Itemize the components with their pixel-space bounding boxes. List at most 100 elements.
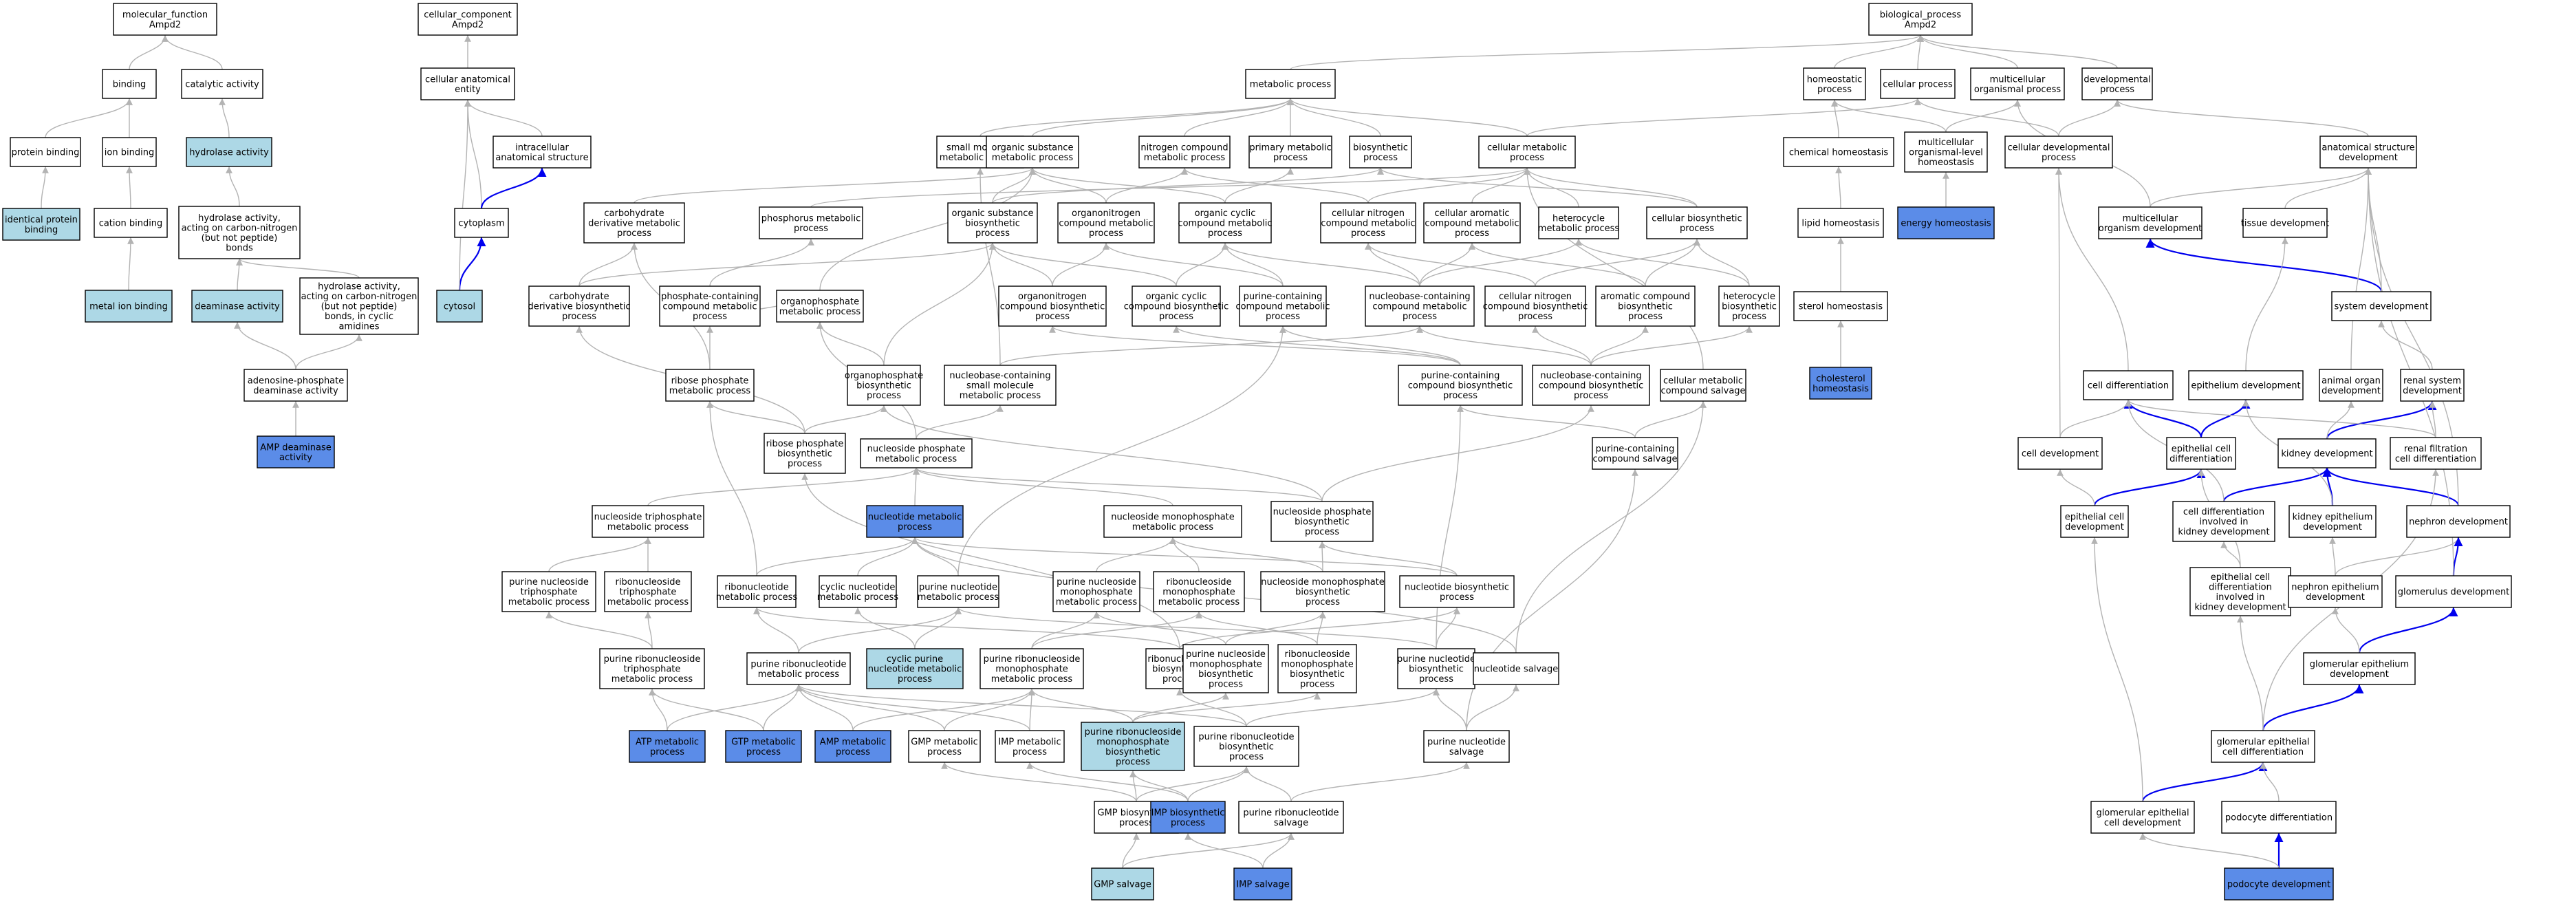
go-term-node-chemhomeo[interactable]: chemical homeostasis	[1783, 137, 1894, 167]
go-term-node-systemdev[interactable]: system development	[2331, 291, 2432, 321]
go-term-node-nucsalvage[interactable]: nucleotide salvage	[1473, 652, 1559, 685]
go-term-node-hydrolaseCyclic[interactable]: hydrolase activity,acting on carbon-nitr…	[299, 277, 419, 335]
go-term-node-binding[interactable]: binding	[102, 69, 157, 99]
go-term-node-sterolhomeo[interactable]: sterol homeostasis	[1793, 291, 1888, 321]
go-term-node-purribomonophosbio[interactable]: purine ribonucleosidemonophosphatebiosyn…	[1081, 722, 1185, 771]
go-term-node-nephrondev[interactable]: nephron development	[2406, 505, 2511, 538]
go-term-node-metalion[interactable]: metal ion binding	[85, 290, 173, 323]
go-term-node-lipidhomeo[interactable]: lipid homeostasis	[1797, 208, 1884, 238]
go-term-node-cationbind[interactable]: cation binding	[94, 208, 168, 238]
go-term-node-hydrolase[interactable]: hydrolase activity	[186, 137, 272, 167]
go-term-node-energyhomeo[interactable]: energy homeostasis	[1897, 206, 1995, 239]
go-term-node-cytosol[interactable]: cytosol	[436, 290, 483, 323]
go-term-node-purnucmonophosbio[interactable]: purine nucleosidemonophosphatebiosynthet…	[1182, 644, 1269, 693]
go-term-node-nucmonophosbio[interactable]: nucleoside monophosphatebiosyntheticproc…	[1260, 571, 1385, 612]
go-term-node-catalytic[interactable]: catalytic activity	[181, 69, 263, 99]
go-term-node-deaminase[interactable]: deaminase activity	[191, 290, 283, 323]
go-term-node-metproc[interactable]: metabolic process	[1245, 69, 1336, 99]
go-term-node-purribomonophos[interactable]: purine ribonucleosidemonophosphatemetabo…	[979, 648, 1084, 689]
go-term-node-celldiff[interactable]: cell differentiation	[2083, 370, 2174, 400]
go-term-node-ionbind[interactable]: ion binding	[102, 137, 157, 167]
go-term-node-purribotriphos[interactable]: purine ribonucleosidetriphosphatemetabol…	[599, 648, 705, 689]
go-term-node-hydrolaseCN[interactable]: hydrolase activity,acting on carbon-nitr…	[178, 206, 301, 259]
go-term-node-kidneydev[interactable]: kidney development	[2277, 438, 2377, 468]
go-term-node-epidev[interactable]: epithelium development	[2188, 370, 2304, 400]
go-term-node-gmpsalv[interactable]: GMP salvage	[1091, 867, 1154, 900]
go-term-node-podocytediff[interactable]: podocyte differentiation	[2221, 801, 2337, 834]
go-term-node-podocytedev[interactable]: podocyte development	[2224, 867, 2334, 900]
go-term-node-celldev[interactable]: cell development	[2017, 437, 2103, 470]
go-term-node-tissuedev[interactable]: tissue development	[2241, 208, 2329, 238]
